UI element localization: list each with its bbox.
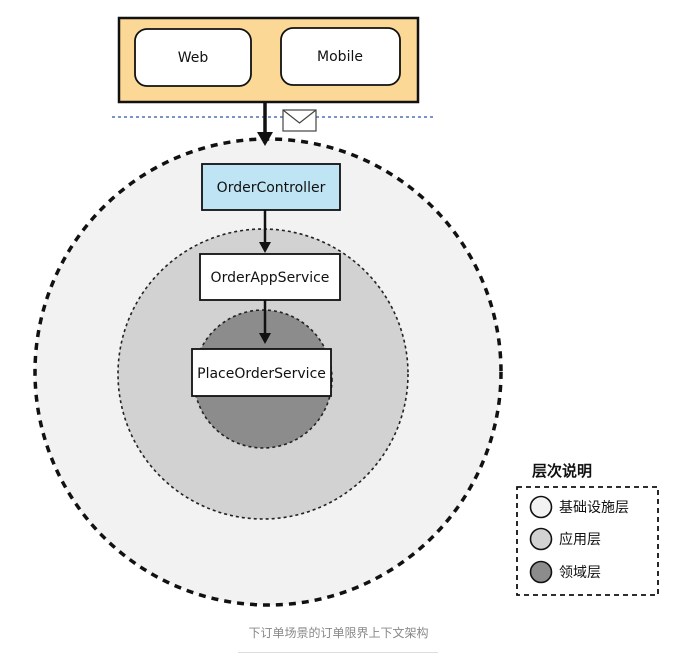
order-app-service-label: OrderAppService: [211, 270, 330, 286]
envelope-icon: [282, 109, 317, 132]
web-client-box: [134, 28, 252, 87]
legend-label-application: 应用层: [559, 531, 601, 548]
place-order-service[interactable]: PlaceOrderService: [191, 348, 332, 397]
arrow-head-3: [259, 333, 271, 344]
legend-swatch-infrastructure: [529, 495, 553, 519]
order-app-service-box: [199, 253, 341, 301]
mobile-client-label: Mobile: [317, 49, 363, 65]
legend-label-domain: 领域层: [559, 565, 601, 581]
order-app-service[interactable]: OrderAppService: [199, 253, 341, 301]
caption-underline: [238, 652, 438, 653]
order-controller[interactable]: OrderController: [201, 163, 341, 211]
mobile-client-box: [280, 27, 401, 86]
mobile-client[interactable]: Mobile: [280, 27, 401, 86]
order-controller-label: OrderController: [217, 180, 326, 196]
web-client[interactable]: Web: [134, 28, 252, 87]
legend-item-application: 应用层: [529, 527, 601, 551]
legend-swatch-domain: [529, 560, 553, 584]
legend-item-domain: 领域层: [529, 560, 601, 584]
legend-item-infrastructure: 基础设施层: [529, 495, 629, 519]
legend-label-infrastructure: 基础设施层: [559, 499, 629, 516]
order-controller-box: [201, 163, 341, 211]
figure-caption: 下订单场景的订单限界上下文架构: [248, 626, 429, 640]
place-order-service-box: [191, 348, 332, 397]
arrow-head-1: [257, 132, 273, 146]
legend-title: 层次说明: [532, 462, 592, 480]
arrow-head-2: [259, 242, 271, 253]
web-client-label: Web: [178, 50, 209, 66]
legend-swatch-application: [529, 527, 553, 551]
place-order-service-label: PlaceOrderService: [197, 366, 326, 382]
